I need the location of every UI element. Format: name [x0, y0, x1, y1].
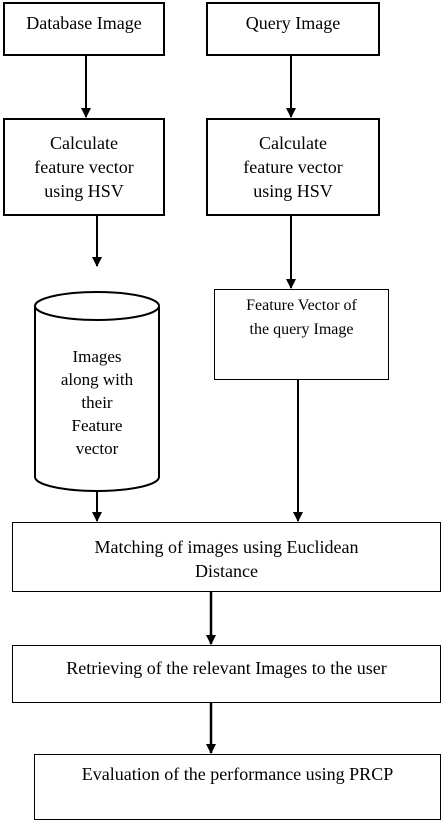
database-store-line-4: Feature — [71, 416, 123, 435]
calc-right-line-2: feature vector — [243, 157, 343, 177]
calc-right-line-1: Calculate — [259, 133, 327, 153]
database-image-box: Database Image — [3, 2, 165, 56]
database-store-line-2: along with — [60, 370, 134, 389]
calculate-feature-vector-query-box: Calculate feature vector using HSV — [206, 118, 380, 216]
database-store-line-1: Images — [72, 347, 122, 366]
calc-left-line-1: Calculate — [50, 133, 118, 153]
matching-line-2: Distance — [195, 561, 258, 581]
database-image-label: Database Image — [26, 13, 142, 33]
query-image-label: Query Image — [245, 13, 341, 33]
retrieving-box: Retrieving of the relevant Images to the… — [12, 645, 441, 703]
database-store-line-3: their — [81, 393, 113, 412]
feature-vector-line-1: Feature Vector of — [246, 297, 357, 314]
query-image-box: Query Image — [206, 2, 380, 56]
evaluation-label: Evaluation of the performance using PRCP — [81, 764, 394, 784]
evaluation-box: Evaluation of the performance using PRCP — [34, 754, 441, 820]
calculate-feature-vector-database-box: Calculate feature vector using HSV — [3, 118, 165, 216]
query-feature-vector-box: Feature Vector of the query Image — [214, 289, 389, 380]
matching-line-1: Matching of images using Euclidean — [94, 537, 359, 557]
calc-left-line-2: feature vector — [34, 157, 134, 177]
database-store-line-5: vector — [75, 439, 119, 458]
calc-right-line-3: using HSV — [253, 181, 333, 201]
feature-vector-line-2: the query Image — [249, 321, 354, 338]
retrieving-label: Retrieving of the relevant Images to the… — [66, 658, 387, 678]
calc-left-line-3: using HSV — [44, 181, 124, 201]
database-store-label: Images along with their Feature vector — [35, 345, 159, 460]
matching-box: Matching of images using Euclidean Dista… — [12, 522, 441, 592]
